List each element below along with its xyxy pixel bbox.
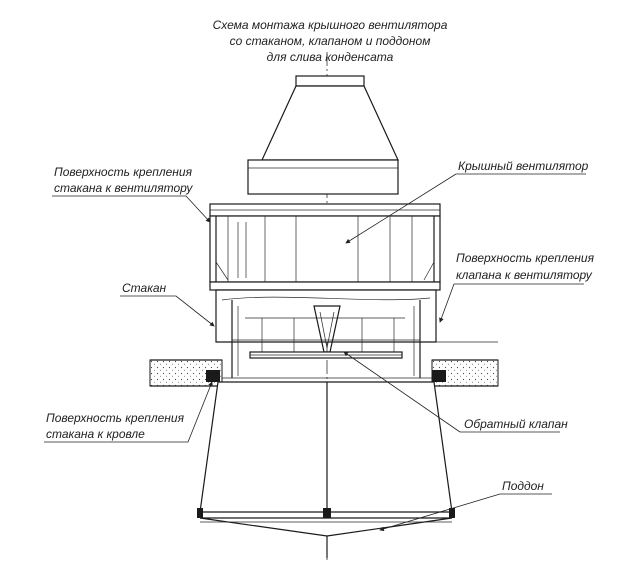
glass-lower-tray <box>197 381 455 558</box>
label-tray: Поддон <box>502 479 544 493</box>
title-line-3: для слива конденсата <box>267 50 394 64</box>
label-glass: Стакан <box>122 281 167 295</box>
label-check-valve: Обратный клапан <box>464 417 568 431</box>
label-surface-glass-fan-1: Поверхность крепления <box>54 165 193 179</box>
label-surface-glass-roof-1: Поверхность крепления <box>46 411 185 425</box>
label-surface-valve-fan-1: Поверхность крепления <box>456 251 595 265</box>
label-surface-glass-roof-2: стакана к кровле <box>46 427 145 441</box>
fan-hood <box>247 75 399 195</box>
title-line-2: со стаканом, клапаном и поддоном <box>230 34 431 48</box>
label-surface-glass-fan-2: стакана к вентилятору <box>54 181 193 195</box>
leader-lines <box>44 173 586 530</box>
title-line-1: Схема монтажа крышного вентилятора <box>213 18 448 32</box>
glass-upper <box>215 289 498 378</box>
fan-housing <box>209 203 441 291</box>
label-roof-fan: Крышный вентилятор <box>458 159 589 173</box>
label-surface-valve-fan-2: клапана к вентилятору <box>456 268 593 282</box>
